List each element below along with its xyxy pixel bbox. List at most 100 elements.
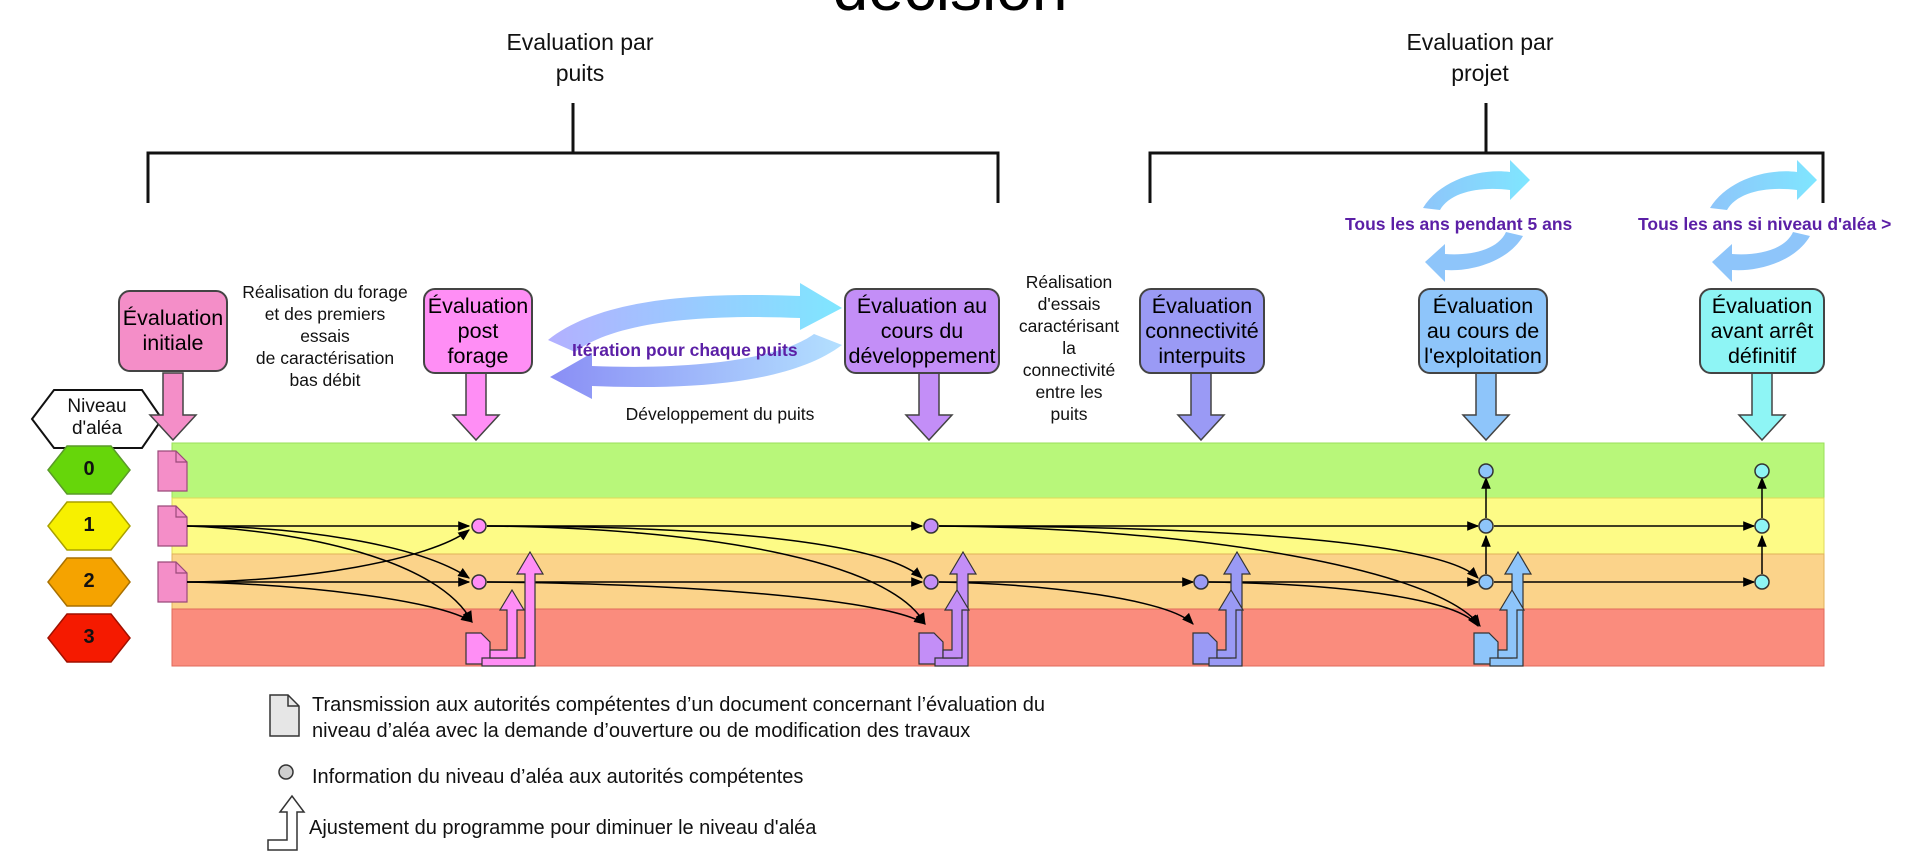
hex-level-3	[47, 613, 131, 663]
box-evaluation-connectivite: Évaluation connectivité interpuits	[1139, 288, 1265, 374]
note-forage-line2: et des premiers	[264, 304, 386, 324]
document-level-1	[157, 505, 188, 547]
note-iteration: Itération pour chaque puits	[572, 340, 798, 360]
down-arrow-initiale	[148, 372, 198, 442]
note-realisation-essais: Réalisation d'essais caractérisant la co…	[1009, 271, 1129, 425]
box-initiale-line2: initiale	[142, 331, 204, 355]
box-dev-line3: développement	[848, 343, 996, 368]
box-connect-line1: Évaluation	[1151, 293, 1253, 318]
cycle-arrow-exploitation-top	[1423, 160, 1530, 210]
legend-document-line2: niveau d’aléa avec la demande d’ouvertur…	[312, 720, 971, 742]
adjust-group-connectivite	[1192, 550, 1252, 667]
box-arret-line3: définitif	[1727, 343, 1797, 368]
legend-info-icon	[278, 764, 294, 780]
header-puits-line2: puits	[555, 60, 605, 86]
box-evaluation-post-forage: Évaluation post forage	[423, 288, 533, 374]
adjust-group-exploitation	[1473, 550, 1533, 667]
legend-information-text: Information du niveau d’aléa aux autorit…	[312, 766, 804, 788]
note-essais-line7: puits	[1050, 404, 1088, 424]
hex-level-0	[47, 445, 131, 495]
box-post-line3: forage	[447, 343, 509, 368]
box-post-line1: Évaluation	[427, 293, 529, 318]
info-dot-post-forage-2	[471, 574, 487, 590]
header-evaluation-projet: Evaluation par projet	[1360, 27, 1600, 89]
bracket-evaluation-projet	[1148, 103, 1825, 203]
note-forage-line5: bas débit	[289, 370, 361, 390]
box-exploit-line3: l'exploitation	[1424, 343, 1542, 368]
info-dot-exploit-0	[1478, 463, 1494, 479]
hex-label-0: 0	[83, 458, 95, 480]
info-dot-exploit-2	[1478, 574, 1494, 590]
note-tous-5-ans: Tous les ans pendant 5 ans	[1345, 214, 1573, 234]
info-dot-connect-2	[1193, 574, 1209, 590]
box-initiale-line1: Évaluation	[122, 306, 224, 330]
document-level-0	[157, 450, 188, 492]
note-forage-line1: Réalisation du forage	[242, 282, 408, 302]
header-projet-line2: projet	[1451, 60, 1509, 86]
note-essais-line1: Réalisation	[1025, 272, 1113, 292]
bracket-evaluation-puits	[146, 103, 1000, 203]
note-forage-line4: de caractérisation	[255, 348, 395, 368]
hex-level-1	[47, 501, 131, 551]
note-tous-niveau: Tous les ans si niveau d'aléa >	[1638, 214, 1892, 234]
hex-label-1: 1	[83, 514, 95, 536]
hex-level-2	[47, 557, 131, 607]
note-forage-line3: essais	[300, 326, 350, 346]
cycle-arrow-exploitation-bottom	[1425, 232, 1523, 282]
cycle-arrow-arret-bottom	[1712, 232, 1810, 282]
down-arrow-connectivite	[1176, 372, 1226, 442]
cycle-arrow-arret-top	[1710, 160, 1817, 210]
info-dot-arret-0	[1754, 463, 1770, 479]
box-dev-line1: Évaluation au	[856, 293, 988, 318]
box-exploit-line2: au cours de	[1426, 318, 1540, 343]
legend-document-line1: Transmission aux autorités compétentes d…	[312, 694, 1046, 716]
flow-lines	[186, 476, 1767, 627]
hex-label-3: 3	[83, 626, 95, 648]
box-dev-line2: cours du	[880, 318, 964, 343]
legend-ajustement-text: Ajustement du programme pour diminuer le…	[309, 817, 817, 839]
note-essais-line5: connectivité	[1022, 360, 1116, 380]
box-connect-line3: interpuits	[1158, 343, 1246, 368]
legend-document-text: Transmission aux autorités compétentes d…	[312, 692, 1212, 744]
niveau-line2: d'aléa	[71, 418, 123, 439]
box-arret-line2: avant arrêt	[1710, 318, 1814, 343]
legend-document-icon	[269, 694, 300, 737]
legend-adjust-icon	[267, 794, 306, 851]
info-dot-exploit-1	[1478, 518, 1494, 534]
note-developpement-puits: Développement du puits	[625, 404, 815, 424]
box-arret-line1: Évaluation	[1711, 293, 1813, 318]
note-essais-line2: d'essais	[1037, 294, 1101, 314]
header-evaluation-puits: Evaluation par puits	[460, 27, 700, 89]
box-connect-line2: connectivité	[1145, 318, 1259, 343]
iteration-arrow-left	[550, 334, 842, 399]
adjust-group-developpement	[918, 550, 978, 667]
down-arrow-post-forage	[451, 372, 501, 442]
box-evaluation-exploitation: Évaluation au cours de l'exploitation	[1418, 288, 1548, 374]
down-arrow-exploitation	[1461, 372, 1511, 442]
box-exploit-line1: Évaluation	[1432, 293, 1534, 318]
box-evaluation-arret: Évaluation avant arrêt définitif	[1699, 288, 1825, 374]
box-evaluation-developpement: Évaluation au cours du développement	[844, 288, 1000, 374]
info-dot-arret-1	[1754, 518, 1770, 534]
box-evaluation-initiale: Évaluation initiale	[118, 290, 228, 372]
note-essais-line4: la	[1062, 338, 1076, 358]
down-arrow-arret	[1737, 372, 1787, 442]
diagram-title: décision	[700, 0, 1200, 23]
note-essais-line3: caractérisant	[1018, 316, 1120, 336]
adjust-group-post-forage	[465, 550, 545, 667]
document-level-2	[157, 561, 188, 603]
header-projet-line1: Evaluation par	[1406, 29, 1554, 55]
band-level-0	[171, 442, 1825, 499]
info-dot-post-forage-1	[471, 518, 487, 534]
info-dot-arret-2	[1754, 574, 1770, 590]
note-essais-line6: entre les	[1035, 382, 1103, 402]
iteration-arrow-right	[548, 283, 842, 352]
box-post-line2: post	[457, 318, 499, 343]
niveau-line1: Niveau	[67, 396, 127, 417]
info-dot-dev-1	[923, 518, 939, 534]
note-realisation-forage: Réalisation du forage et des premiers es…	[225, 281, 425, 391]
niveau-aleas-label: Niveau d'aléa	[52, 396, 142, 440]
header-puits-line1: Evaluation par	[506, 29, 654, 55]
hex-label-2: 2	[83, 570, 95, 592]
